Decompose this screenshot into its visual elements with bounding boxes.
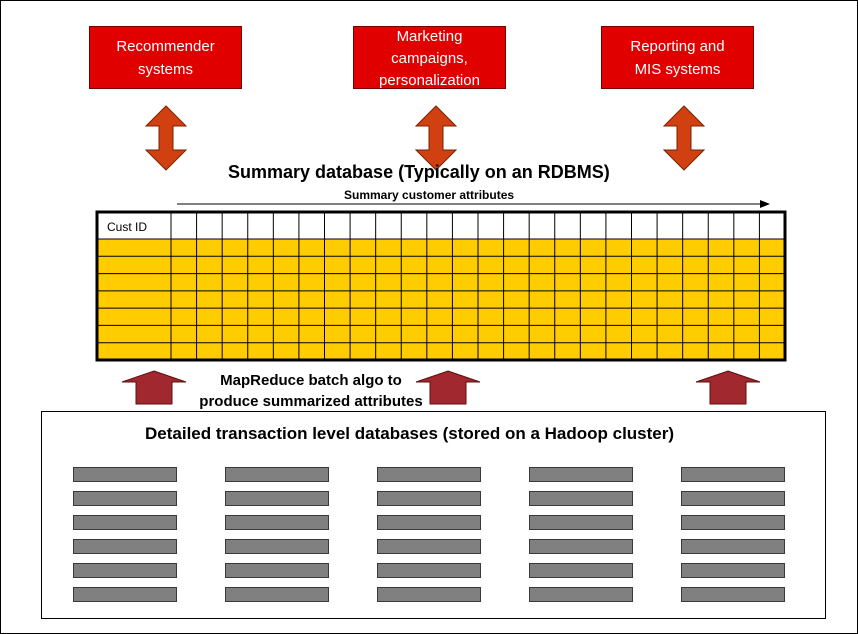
attributes-arrow-head	[760, 200, 770, 208]
server-node	[377, 515, 481, 530]
server-node	[225, 491, 329, 506]
server-node	[529, 491, 633, 506]
reporting-line-1: Reporting and	[630, 37, 725, 55]
server-node	[73, 515, 177, 530]
server-node	[225, 467, 329, 482]
up-arrow-right	[695, 370, 761, 405]
server-node	[225, 563, 329, 578]
mapreduce-label: MapReduce batch algo to produce summariz…	[186, 370, 436, 412]
server-node	[73, 587, 177, 602]
server-node	[73, 491, 177, 506]
recommender-line-1: Recommender	[116, 37, 215, 55]
hadoop-cluster-title: Detailed transaction level databases (st…	[145, 424, 675, 443]
server-node	[681, 563, 785, 578]
server-node	[529, 563, 633, 578]
up-arrow-left	[121, 370, 187, 405]
recommender-line-2: systems	[137, 60, 193, 78]
server-node	[225, 515, 329, 530]
server-node	[225, 539, 329, 554]
cust-id-header: Cust ID	[107, 220, 148, 234]
server-node	[377, 491, 481, 506]
marketing-campaigns-box: Marketing campaigns, personalization	[353, 26, 506, 89]
server-node	[529, 539, 633, 554]
reporting-line-2: MIS systems	[634, 60, 721, 78]
recommender-systems-box: Recommender systems	[89, 26, 242, 89]
server-node	[681, 467, 785, 482]
server-node	[377, 587, 481, 602]
mapreduce-label-line-2: produce summarized attributes	[199, 393, 423, 410]
marketing-line-1: Marketing	[396, 27, 463, 45]
summary-attributes-label: Summary customer attributes	[344, 188, 515, 202]
table-header-row	[97, 212, 785, 239]
up-arrow-middle	[415, 370, 481, 405]
server-node	[529, 467, 633, 482]
server-node	[681, 587, 785, 602]
server-node	[681, 539, 785, 554]
server-node	[377, 563, 481, 578]
server-node	[73, 539, 177, 554]
server-node	[529, 587, 633, 602]
marketing-line-2: campaigns,	[391, 49, 468, 67]
mapreduce-label-line-1: MapReduce batch algo to	[220, 372, 402, 389]
reporting-mis-box: Reporting and MIS systems	[601, 26, 754, 89]
table-border	[95, 210, 787, 362]
server-node	[681, 515, 785, 530]
double-arrow-recommender	[144, 105, 188, 171]
server-node	[529, 515, 633, 530]
server-node	[225, 587, 329, 602]
table-body	[97, 239, 785, 360]
server-node	[377, 539, 481, 554]
server-node	[73, 467, 177, 482]
summary-database-title: Summary database (Typically on an RDBMS)	[228, 162, 610, 182]
server-node	[73, 563, 177, 578]
server-node	[681, 491, 785, 506]
server-node	[377, 467, 481, 482]
summary-table-grid	[95, 210, 787, 362]
marketing-line-3: personalization	[379, 71, 480, 89]
double-arrow-marketing	[414, 105, 458, 171]
double-arrow-reporting	[662, 105, 706, 171]
